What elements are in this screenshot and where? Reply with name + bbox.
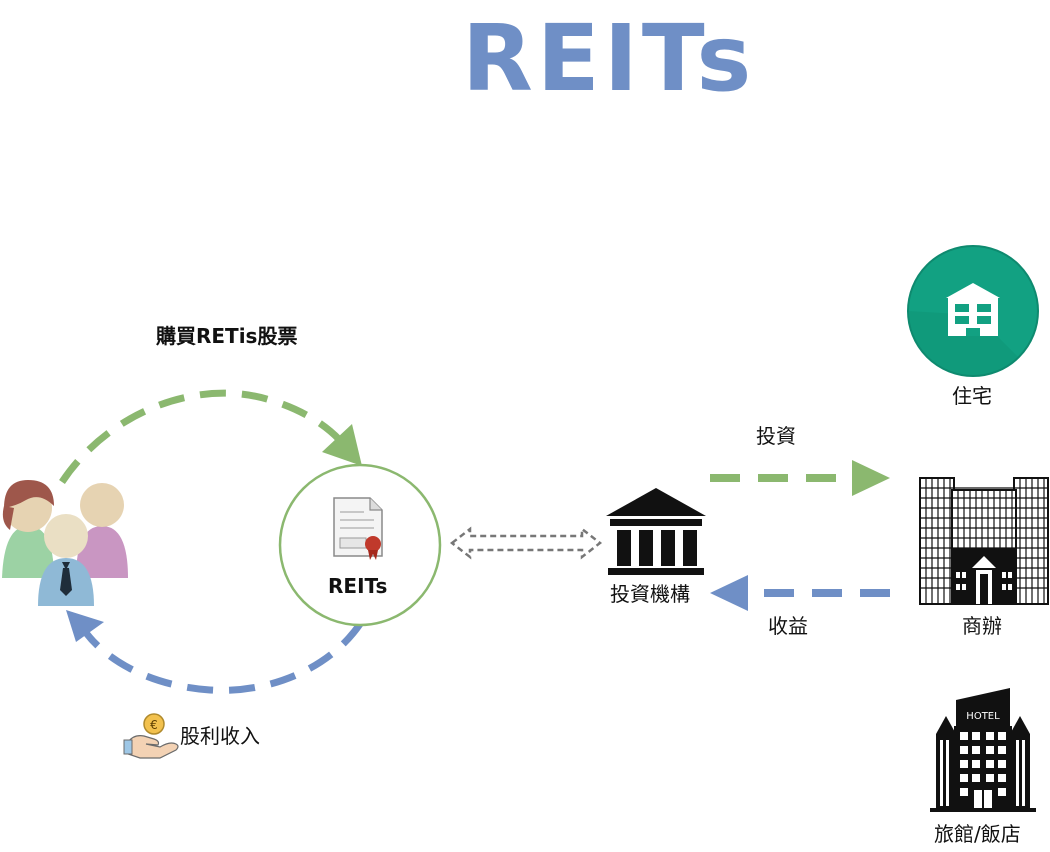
certificate-icon bbox=[333, 497, 383, 560]
returns-arrow-head bbox=[710, 575, 748, 611]
hotel-label: 旅館/飯店 bbox=[934, 822, 1021, 846]
coin-hand-icon: € bbox=[123, 713, 179, 759]
svg-text:€: € bbox=[150, 718, 158, 732]
buy-shares-label: 購買RETis股票 bbox=[156, 324, 298, 348]
dividend-arrow-path bbox=[81, 622, 363, 694]
reits-center-label: REITs bbox=[328, 574, 388, 598]
buy-arrow-head bbox=[322, 424, 362, 466]
hotel-sign-text: HOTEL bbox=[966, 711, 1000, 722]
residential-label: 住宅 bbox=[952, 384, 992, 408]
commercial-label: 商辦 bbox=[962, 614, 1002, 638]
people-group-icon bbox=[2, 480, 128, 606]
institution-label: 投資機構 bbox=[610, 582, 690, 606]
returns-label: 收益 bbox=[768, 614, 808, 638]
house-circle-icon bbox=[907, 245, 1039, 377]
invest-label: 投資 bbox=[756, 424, 796, 448]
dividend-income-label: 股利收入 bbox=[180, 724, 260, 748]
link-double-arrow bbox=[449, 526, 603, 560]
page-title: REITs bbox=[462, 5, 756, 112]
office-building-icon bbox=[919, 477, 1049, 605]
invest-arrow-head bbox=[852, 460, 890, 496]
dividend-arrow-head bbox=[66, 610, 104, 642]
hotel-building-icon: HOTEL bbox=[930, 688, 1036, 812]
buy-arrow-path bbox=[59, 389, 351, 484]
bank-building-icon bbox=[606, 488, 706, 575]
